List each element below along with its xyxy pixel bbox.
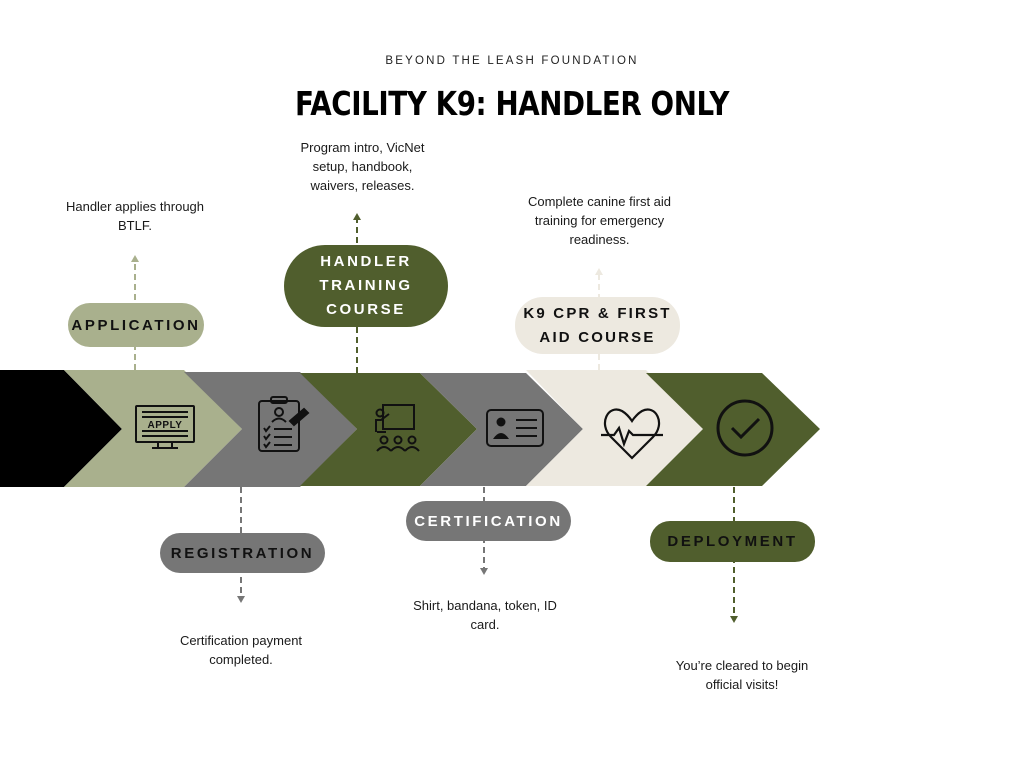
heart-pulse-icon bbox=[601, 408, 663, 460]
chevron-certification bbox=[420, 373, 583, 486]
arrowhead-up bbox=[595, 268, 603, 275]
step-pill-handler-training: HANDLER TRAINING COURSE bbox=[284, 245, 448, 327]
connector-handler-training bbox=[353, 213, 361, 373]
arrowhead-down bbox=[480, 568, 488, 575]
id-card-icon bbox=[486, 409, 544, 447]
chevron-start bbox=[0, 370, 122, 487]
step-description-handler-training: Program intro, VicNet setup, handbook, w… bbox=[300, 140, 425, 193]
apply-icon-text: APPLY bbox=[148, 420, 183, 431]
organization-name: BEYOND THE LEASH FOUNDATION bbox=[385, 55, 639, 67]
arrowhead-up bbox=[353, 213, 361, 220]
clipboard-checklist-icon bbox=[258, 396, 310, 452]
step-pill-registration: REGISTRATION bbox=[160, 533, 325, 573]
step-pill-deployment: DEPLOYMENT bbox=[650, 521, 815, 562]
arrowhead-down bbox=[237, 596, 245, 603]
connector-first-aid bbox=[595, 268, 603, 370]
step-pill-first-aid: K9 CPR & FIRST AID COURSE bbox=[515, 297, 680, 354]
chevron-first-aid bbox=[526, 370, 703, 486]
arrowhead-down bbox=[730, 616, 738, 623]
computer-apply-icon: APPLY bbox=[135, 405, 195, 449]
step-description-first-aid: Complete canine first aid training for e… bbox=[527, 194, 672, 247]
step-pill-certification: CERTIFICATION bbox=[406, 501, 571, 541]
arrowhead-up bbox=[131, 255, 139, 262]
check-circle-icon bbox=[716, 399, 774, 457]
chevron-registration bbox=[184, 372, 357, 487]
page-title: FACILITY K9: HANDLER ONLY bbox=[294, 84, 730, 123]
step-description-registration: Certification payment completed. bbox=[179, 633, 303, 667]
step-description-certification: Shirt, bandana, token, ID card. bbox=[413, 598, 557, 632]
step-description-deployment: You’re cleared to begin official visits! bbox=[675, 658, 809, 692]
classroom-presenter-icon bbox=[375, 404, 420, 452]
step-pill-application: APPLICATION bbox=[68, 303, 204, 347]
step-description-application: Handler applies through BTLF. bbox=[65, 199, 205, 233]
